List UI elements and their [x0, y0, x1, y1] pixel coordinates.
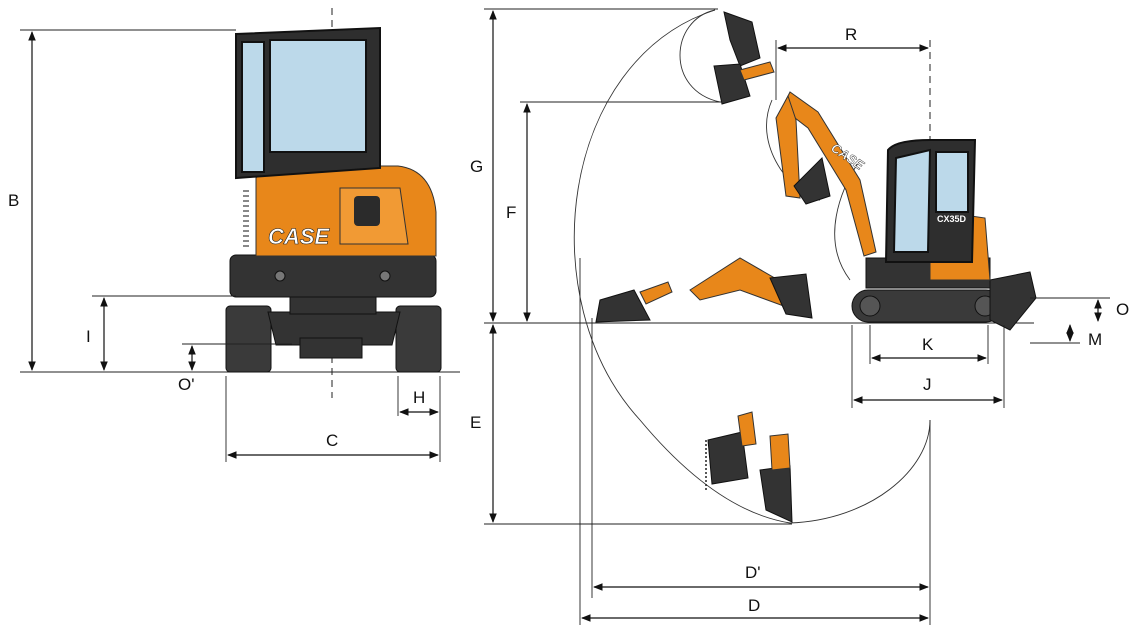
- label-d-prime: D': [745, 563, 761, 582]
- label-m: M: [1088, 330, 1102, 349]
- arm-dig-depth-1: [737, 411, 757, 447]
- label-e: E: [470, 413, 481, 432]
- bucket-max-height: [723, 11, 761, 67]
- label-j: J: [923, 375, 932, 394]
- label-g: G: [470, 157, 483, 176]
- light-left: [274, 270, 286, 282]
- hood-vent: [354, 196, 380, 226]
- front-view: CASE B I O' H C: [8, 8, 460, 462]
- bucket-working: [793, 156, 831, 205]
- blade-cylinder: [299, 337, 363, 359]
- cab-side-window: [241, 41, 265, 173]
- dozer-blade: [989, 271, 1037, 331]
- side-cab-rear-window: [935, 151, 969, 213]
- reach-envelope-lower: [789, 419, 931, 524]
- cab-rear-window: [269, 39, 367, 153]
- label-f: F: [506, 203, 516, 222]
- light-right: [379, 270, 391, 282]
- bucket-dig-depth-1: [707, 431, 749, 485]
- label-c: C: [326, 431, 338, 450]
- side-model-label: CX35D: [937, 214, 967, 224]
- arm-tip-top: [739, 61, 775, 81]
- label-b: B: [8, 191, 19, 210]
- label-o: O: [1116, 300, 1129, 319]
- front-brand-logo: CASE: [268, 224, 330, 249]
- bucket-dump-height: [713, 63, 751, 105]
- side-view: CX35D CASE G F E: [470, 8, 1129, 625]
- arm-dig-depth-2: [769, 433, 791, 471]
- reach-envelope-top: [679, 9, 721, 103]
- label-h: H: [413, 388, 425, 407]
- bucket-dig-depth-2: [759, 465, 793, 523]
- counterweight: [229, 254, 437, 298]
- label-r: R: [845, 25, 857, 44]
- arm-tip-ground: [639, 281, 673, 305]
- bucket-ground-reach: [769, 273, 813, 319]
- label-k: K: [922, 335, 934, 354]
- label-d: D: [748, 596, 760, 615]
- arm: [775, 94, 801, 199]
- bucket-ground-far: [595, 289, 651, 323]
- label-o-prime: O': [178, 375, 194, 394]
- label-i: I: [86, 327, 91, 346]
- idler-front: [859, 295, 881, 317]
- left-track: [225, 305, 272, 373]
- side-cab-front-window: [892, 148, 932, 253]
- reach-envelope-outer: [573, 9, 791, 524]
- right-track: [395, 305, 442, 373]
